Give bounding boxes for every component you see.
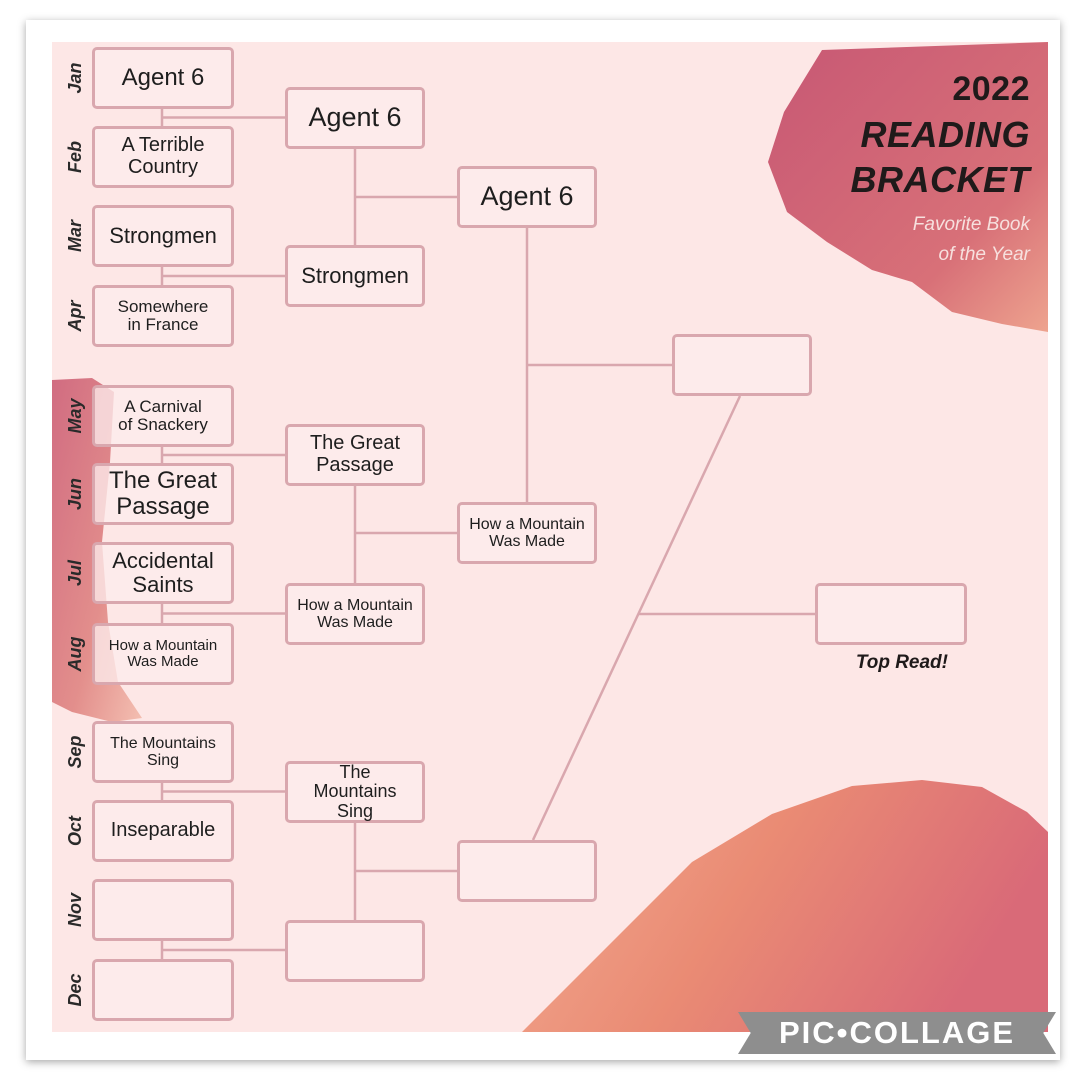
bracket-slot-round2: The Great Passage: [285, 424, 425, 486]
month-label-oct: Oct: [64, 816, 85, 847]
month-label-nov: Nov: [64, 893, 85, 928]
bracket-slot-round4: [672, 334, 812, 396]
brush-stroke-top-right: [768, 42, 1048, 332]
bracket-slot-final: [815, 583, 967, 645]
month-label-apr: Apr: [64, 300, 85, 332]
month-label-jan: Jan: [64, 62, 85, 94]
bracket-slot-round1: [92, 959, 234, 1021]
bracket-slot-round1: Agent 6: [92, 47, 234, 109]
month-label-may: May: [64, 398, 85, 434]
bracket-slot-round3: [457, 840, 597, 902]
bracket-slot-round1: Accidental Saints: [92, 542, 234, 604]
bracket-slot-round1: A Terrible Country: [92, 126, 234, 188]
bracket-slot-round1: Inseparable: [92, 800, 234, 862]
bracket-slot-round2: Agent 6: [285, 87, 425, 149]
title-year: 2022: [952, 70, 1030, 108]
bracket-slot-round1: A Carnival of Snackery: [92, 385, 234, 447]
bracket-slot-round1: The Great Passage: [92, 463, 234, 525]
bracket-slot-round2: [285, 920, 425, 982]
month-label-jun: Jun: [64, 478, 85, 511]
bracket-slot-round1: How a Mountain Was Made: [92, 623, 234, 685]
bracket-slot-round2: How a Mountain Was Made: [285, 583, 425, 645]
bracket-slot-round2: Strongmen: [285, 245, 425, 307]
connector-diagonal: [531, 395, 742, 841]
bracket-slot-round1: [92, 879, 234, 941]
bracket-slot-round2: The Mountains Sing: [285, 761, 425, 823]
bracket-lines: [160, 109, 815, 959]
month-label-dec: Dec: [64, 973, 85, 1007]
bracket-slot-round1: Somewhere in France: [92, 285, 234, 347]
month-label-aug: Aug: [64, 636, 85, 672]
bracket-slot-round1: Strongmen: [92, 205, 234, 267]
top-read-label: Top Read!: [855, 652, 948, 673]
month-label-sep: Sep: [64, 735, 85, 769]
brush-stroke-bottom-right: [522, 780, 1048, 1032]
pic-collage-watermark: PIC•COLLAGE: [738, 1012, 1056, 1054]
title-subtitle: Favorite Book of the Year: [912, 214, 1030, 266]
title-main: READING BRACKET: [850, 114, 1030, 201]
month-label-jul: Jul: [64, 560, 85, 587]
month-label-mar: Mar: [64, 220, 85, 253]
bracket-slot-round3: How a Mountain Was Made: [457, 502, 597, 564]
month-label-feb: Feb: [64, 141, 85, 174]
bracket-slot-round1: The Mountains Sing: [92, 721, 234, 783]
bracket-slot-round3: Agent 6: [457, 166, 597, 228]
brush-strokes: [52, 42, 1048, 1032]
